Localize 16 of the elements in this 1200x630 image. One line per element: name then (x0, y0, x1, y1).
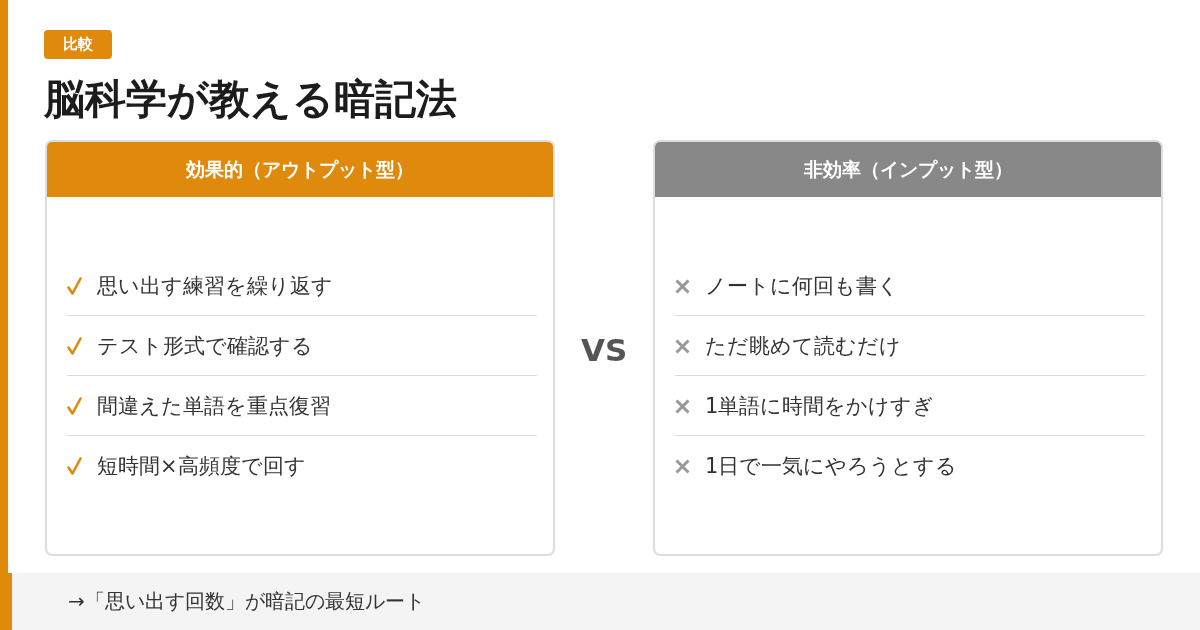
vs-label: VS (581, 332, 628, 368)
item-text: ただ眺めて読むだけ (705, 333, 901, 360)
item-text: 短時間×高頻度で回す (97, 453, 306, 480)
summary-banner: →「思い出す回数」が暗記の最短ルート (12, 573, 1200, 630)
item-text: 思い出す練習を繰り返す (97, 273, 333, 300)
item-text: ノートに何回も書く (705, 273, 899, 300)
page-title: 脳科学が教える暗記法 (44, 74, 457, 124)
comparison-card (653, 140, 1163, 556)
item-text: 間違えた単語を重点復習 (97, 393, 331, 420)
card-header: 非効率（インプット型） (655, 142, 1161, 197)
card-header: 効果的（アウトプット型） (47, 142, 553, 197)
comparison-card (45, 140, 555, 556)
item-text: テスト形式で確認する (97, 333, 313, 360)
item-text: 1単語に時間をかけすぎ (705, 393, 935, 420)
category-tag: 比較 (44, 30, 112, 59)
item-text: 1日で一気にやろうとする (705, 453, 958, 480)
